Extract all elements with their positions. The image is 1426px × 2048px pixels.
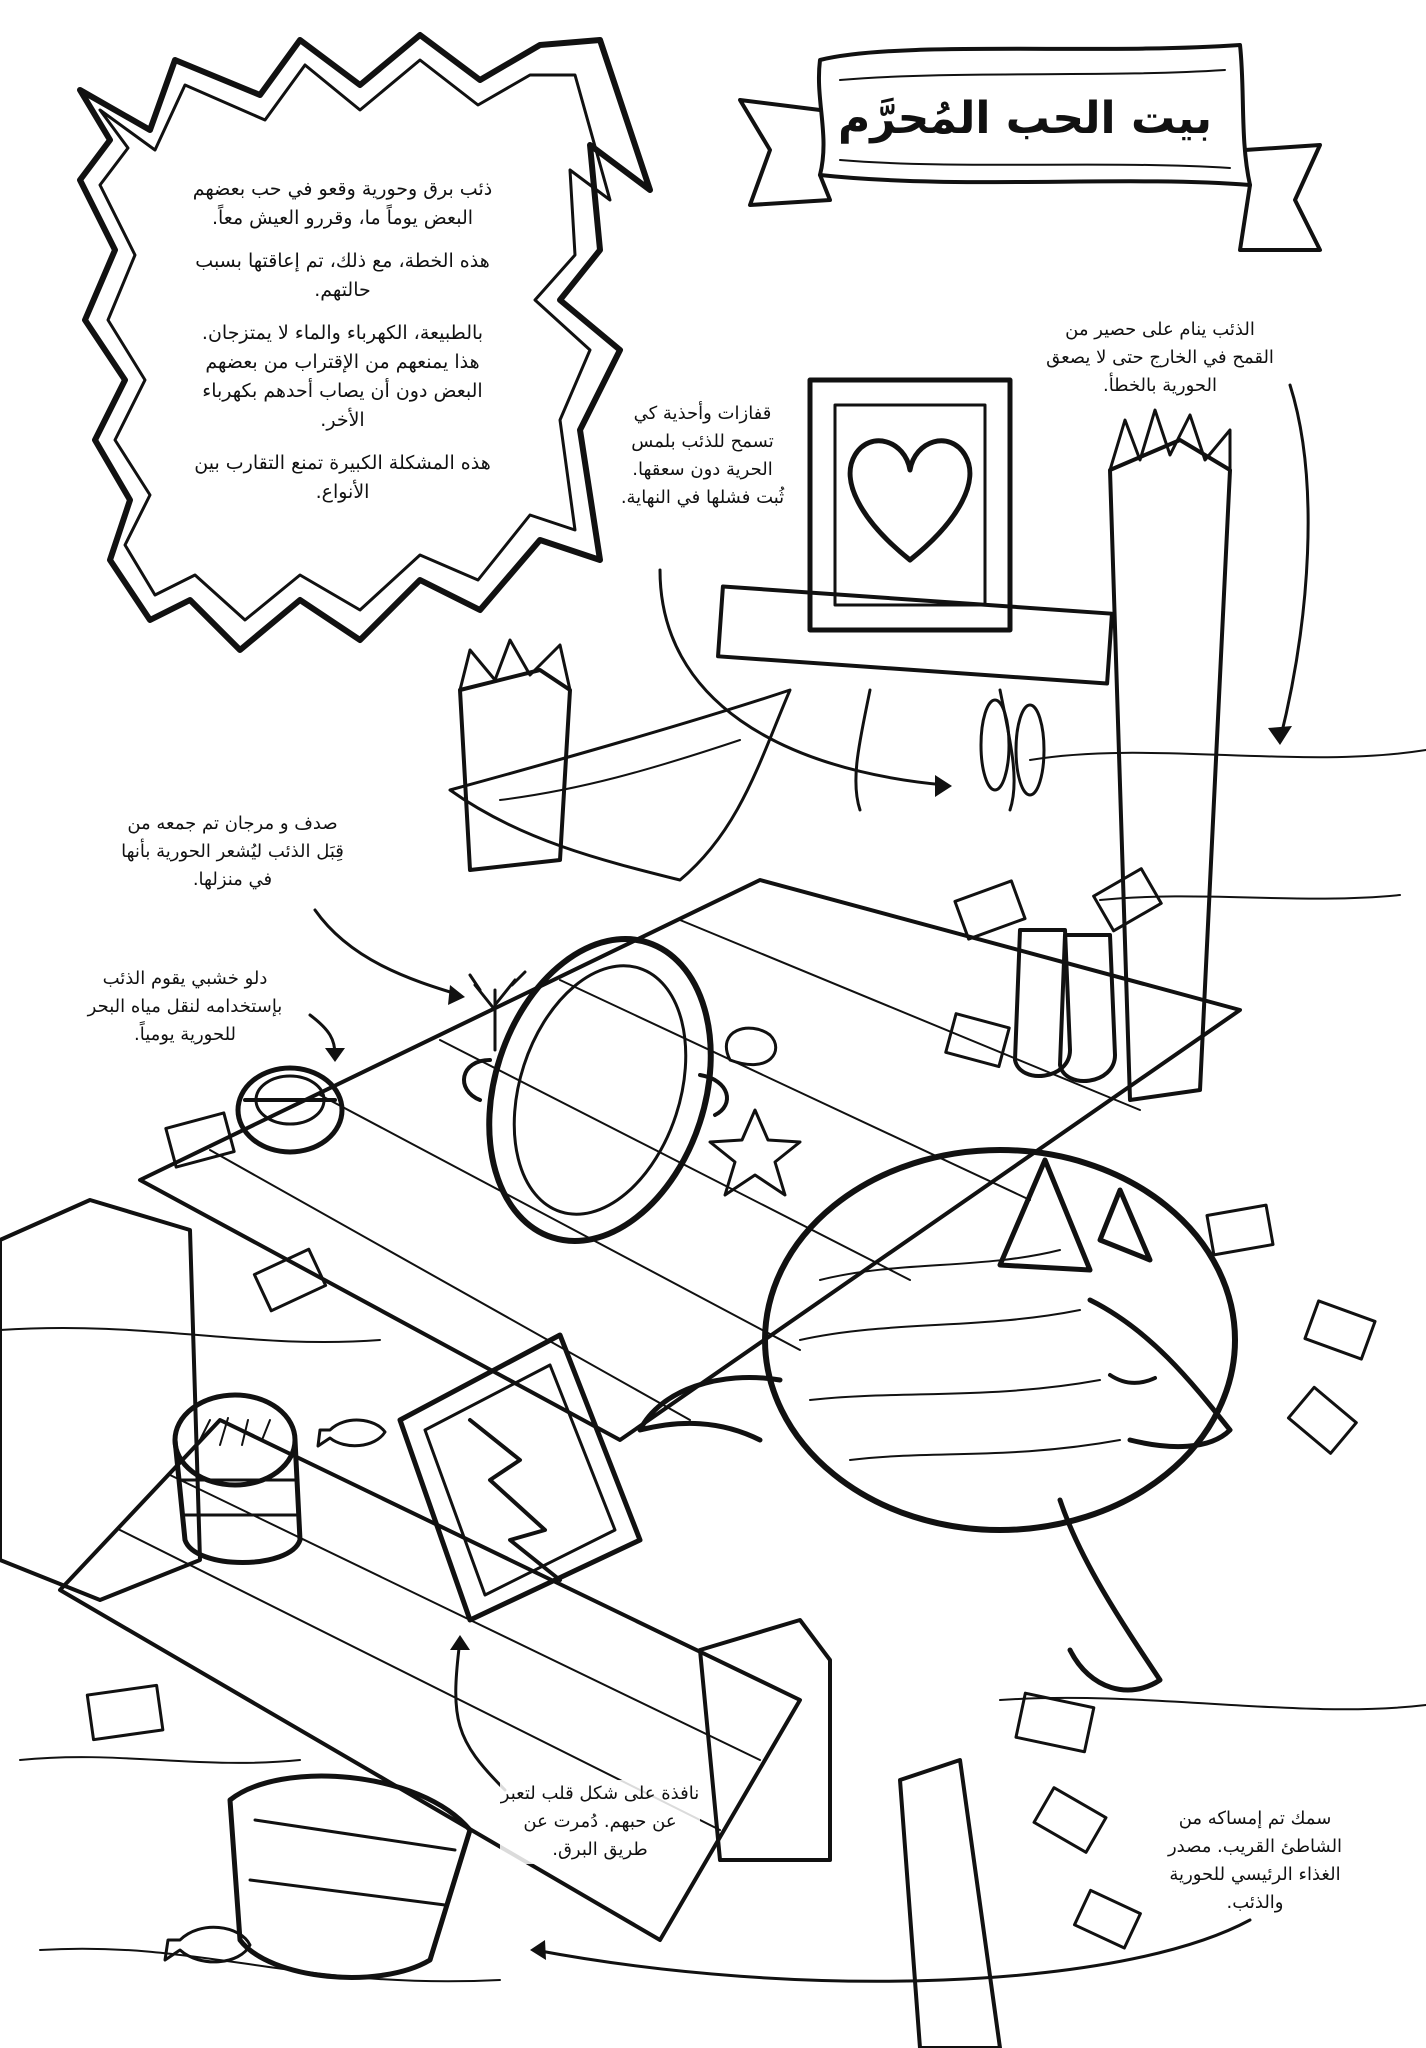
note-fish: سمك تم إمساكه من الشاطئ القريب. مصدر الغ… xyxy=(1167,1808,1343,1913)
oval-bathtub xyxy=(462,936,729,1244)
wooden-floor xyxy=(58,878,1242,1942)
note-gloves-boots: قفازات وأحذية كي تسمح للذئب بلمس الحرية … xyxy=(620,403,785,508)
note-heart-window: نافذة على شكل قلب لتعبر عن حبهم. دُمرت ع… xyxy=(500,1780,700,1864)
torn-cloth xyxy=(448,688,792,882)
boots xyxy=(1013,928,1117,1083)
lightning-frame xyxy=(77,32,653,653)
shelf-with-heart-frame xyxy=(716,377,1114,812)
annotation-arrows xyxy=(308,383,1310,1983)
intro-paragraph: هذه الخطة، مع ذلك، تم إعاقتها بسبب حالته… xyxy=(195,250,490,301)
intro-paragraph: هذه المشكلة الكبيرة تمنع التقارب بين الأ… xyxy=(194,452,491,503)
fish xyxy=(163,1418,387,1964)
broken-heart-window xyxy=(397,1332,643,1623)
page-title: بيت الحب المُحرَّم xyxy=(837,92,1213,144)
note-wooden-bucket: دلو خشبي يقوم الذئب بإستخدامه لنقل مياه … xyxy=(87,968,283,1045)
broken-posts xyxy=(0,408,1232,2048)
ground-cracks xyxy=(0,749,1426,1983)
fallen-barrel xyxy=(227,1773,473,1980)
sleeping-wolf xyxy=(637,1147,1238,1693)
intro-text-box: ذئب برق وحورية وقعو في حب بعضهم البعض يو… xyxy=(190,175,495,521)
wooden-bucket xyxy=(235,1065,345,1155)
coral xyxy=(468,970,527,1052)
fish-barrel xyxy=(172,1392,303,1565)
intro-paragraph: ذئب برق وحورية وقعو في حب بعضهم البعض يو… xyxy=(192,178,493,229)
bricks xyxy=(85,867,1377,1950)
intro-paragraph: بالطبيعة، الكهرباء والماء لا يمتزجان. هذ… xyxy=(201,322,484,431)
note-wheat-mat: الذئب ينام على حصير من القمح في الخارج ح… xyxy=(1046,319,1274,396)
seashell xyxy=(724,1026,778,1067)
starfish xyxy=(708,1108,802,1197)
title-banner xyxy=(738,43,1322,252)
note-shells-coral: صدف و مرجان تم جمعه من قِبَل الذئب ليُشع… xyxy=(121,813,344,890)
